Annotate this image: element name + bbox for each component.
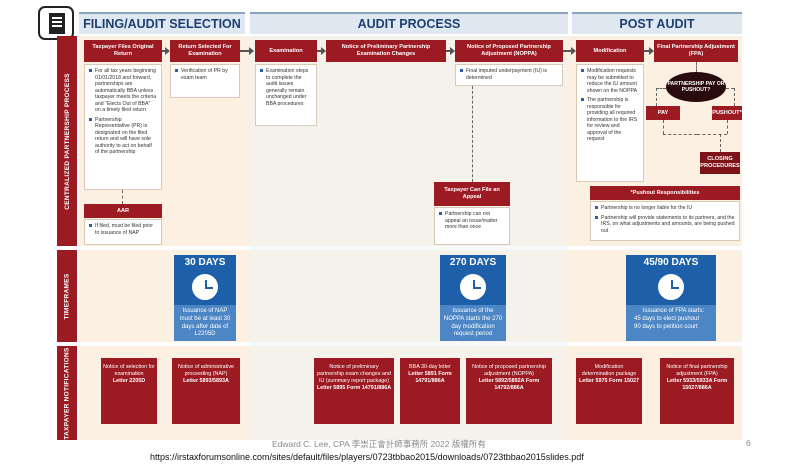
aar-notes: If filed, must be filed prior to issuanc… [84,219,162,245]
pushout-down-connector [727,120,728,134]
timeframe-4590-bullet-1: 45 days to elect pushout [634,315,700,322]
timeframe-4590-bullet-2: 90 days to petition court [634,323,698,330]
arrow-2 [240,47,254,55]
pushout-resp-notes: Partnership is no longer liable for the … [590,201,740,241]
examination-box: Examination [255,40,317,62]
modification-notes: Modification requests may be submitted t… [576,64,644,182]
original-return-box: Taxpayer Files Original Return [84,40,162,62]
closing-box-connector [720,134,721,152]
rowlabel-process: CENTRALIZED PARTNERSHIP PROCESS [57,36,77,246]
closing-box: CLOSING PROCEDURES [700,152,740,174]
header-audit: AUDIT PROCESS [250,12,568,34]
timeframe-270-title: 270 DAYS [440,255,506,269]
notification-fpa: Notice of final partnership adjustment (… [660,358,734,424]
aar-connector [122,190,123,204]
timeframe-30-desc: Issuance of NAP must be at least 30 days… [174,305,236,341]
notification-noppa: Notice of proposed partnership adjustmen… [466,358,552,424]
fpa-connector [696,62,697,72]
appeal-notes: Partnership can not appeal an issue/matt… [434,207,510,245]
rowlabel-timeframes: TIMEFRAMES [57,250,77,342]
pushout-resp-box: *Pushout Responsibilities [590,186,740,200]
timeframe-270-clock [440,269,506,305]
closing-connector [663,120,664,134]
modification-box: Modification [576,40,644,62]
clock-icon [190,272,220,302]
appeal-box: Taxpayer Can File an Appeal [434,182,510,206]
pushout-branch-v [734,88,735,106]
arrow-6 [644,47,654,55]
pushout-down-connector-h [697,134,727,135]
pay-branch-v [656,88,657,106]
clock-icon [458,272,488,302]
pushout-box: PUSHOUT* [712,106,742,120]
examination-notes: Examination steps to complete the audit … [255,64,317,126]
arrow-5 [563,47,576,55]
rowlabel-notifications: TAXPAYER NOTIFICATIONS [57,346,77,440]
return-selected-box: Return Selected For Examination [170,40,240,62]
original-return-notes: For all tax years beginning 01/01/2018 a… [84,64,162,190]
timeframe-4590-clock [626,269,716,305]
closing-connector-h [663,134,697,135]
fpa-box: Final Partnership Adjustment (FPA) [654,40,738,62]
page-number: 6 [746,438,751,448]
footer-copyright: Edward C. Lee, CPA 李崇正會計師事務所 2022 版權所有 [272,439,486,449]
timeframe-30-title: 30 DAYS [174,255,236,269]
header-post: POST AUDIT [572,12,742,34]
pay-branch-h [656,88,666,89]
clock-icon [656,272,686,302]
aar-box: AAR [84,204,162,218]
timeframe-270-desc: Issuance of the NOPPA starts the 270 day… [440,305,506,341]
timeframe-4590-title: 45/90 DAYS [626,255,716,269]
timeframe-4590-desc: Issuance of FPA starts: 45 days to elect… [626,305,716,341]
noppa-box: Notice of Proposed Partnership Adjustmen… [455,40,563,62]
notification-5895: Notice of preliminary partnership exam c… [314,358,394,424]
pay-or-pushout-oval: PARTNERSHIP PAY OR PUSHOUT? [666,72,726,102]
noppa-notes: Final imputed underpayment (IU) is deter… [455,64,563,86]
pay-box: PAY [646,106,680,120]
appeal-connector [472,86,473,182]
pushout-branch-h [726,88,734,89]
arrow-4 [446,47,455,55]
arrow-3 [317,47,326,55]
document-icon [38,6,74,40]
notification-nap: Notice of administrative proceeding (NAP… [172,358,240,424]
arrow-1 [162,47,170,55]
return-selected-notes: Verification of PR by exam team [170,64,240,98]
nopi-box: Notice of Preliminary Partnership Examin… [326,40,446,62]
timeframe-30-clock [174,269,236,305]
timeframe-4590-lead: Issuance of FPA starts: [642,308,705,314]
source-url: https://irstaxforumsonline.com/sites/def… [150,452,584,462]
header-filing: FILING/AUDIT SELECTION [79,12,245,34]
